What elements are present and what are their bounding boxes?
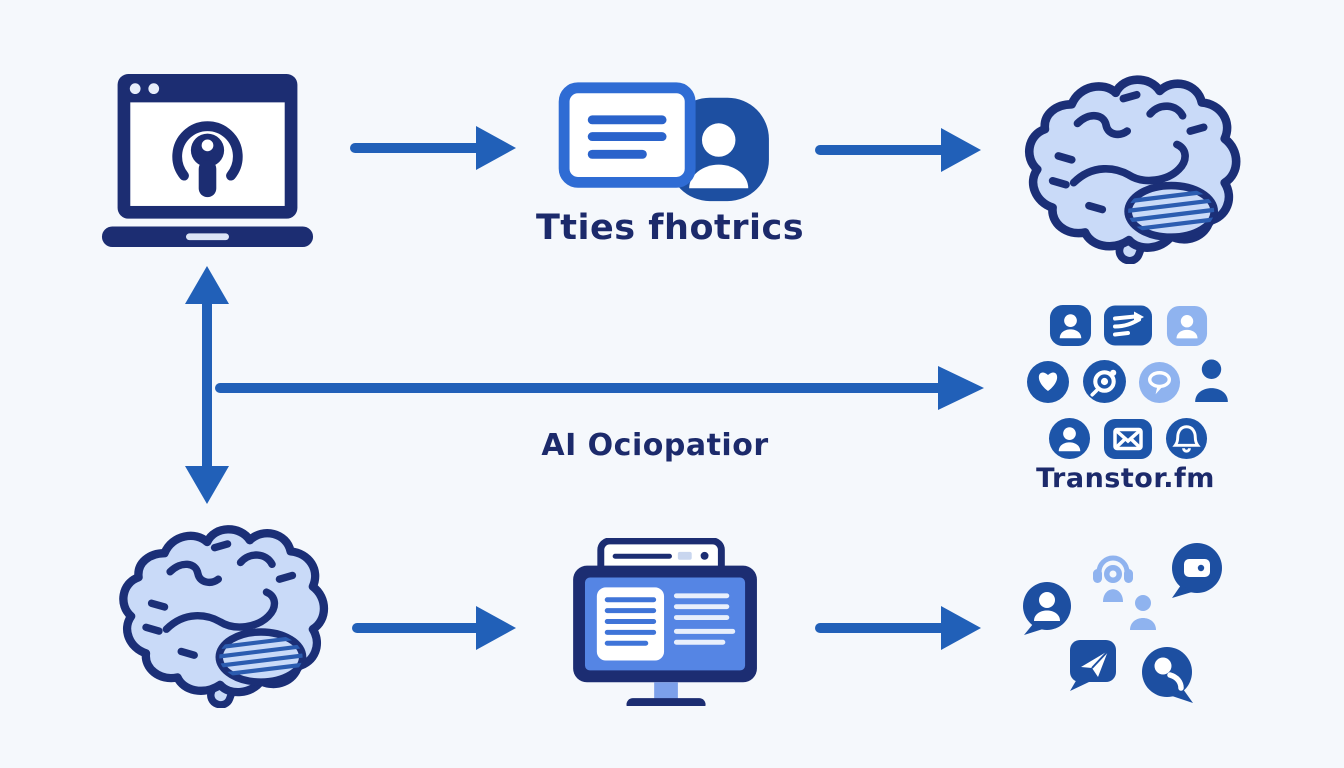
arrow-monitor-to-social <box>815 606 981 650</box>
chat-video-icon <box>1172 543 1222 598</box>
lens-icon <box>1083 360 1126 403</box>
brain-icon <box>1025 75 1241 264</box>
envelope-icon <box>1104 419 1152 459</box>
user-badge-light-icon <box>1166 305 1208 347</box>
laptop-podcast-icon <box>101 74 314 247</box>
arrow-laptop-to-platforms <box>215 366 984 410</box>
monitor-article-icon <box>573 538 757 706</box>
heart-icon <box>1027 361 1069 403</box>
shuffle-icon <box>1104 305 1152 346</box>
transcript-caption: Tties fhotrics <box>535 208 805 248</box>
platform-caption: Transtor.fm <box>1036 463 1215 494</box>
chat-call-icon <box>1142 647 1193 703</box>
transcript-card-icon <box>558 82 769 202</box>
chat-bubble-light-icon <box>1138 361 1181 404</box>
middle-caption: AI Ociopatior <box>541 428 769 463</box>
arrow-laptop-to-card <box>350 126 516 170</box>
arrow-card-to-brain <box>815 128 981 172</box>
person-light-icon <box>1130 595 1156 630</box>
user-badge-icon <box>1049 304 1092 347</box>
arrow-brain-to-monitor <box>352 606 516 650</box>
person-silhouette-icon <box>1195 359 1228 402</box>
brain-icon <box>119 525 329 708</box>
arrow-vertical-double <box>185 266 229 504</box>
headphones-user-icon <box>1093 555 1133 602</box>
chat-user-icon <box>1023 582 1071 635</box>
user-circle-icon <box>1048 417 1091 460</box>
chat-send-icon <box>1070 640 1116 691</box>
bell-icon <box>1165 417 1208 460</box>
